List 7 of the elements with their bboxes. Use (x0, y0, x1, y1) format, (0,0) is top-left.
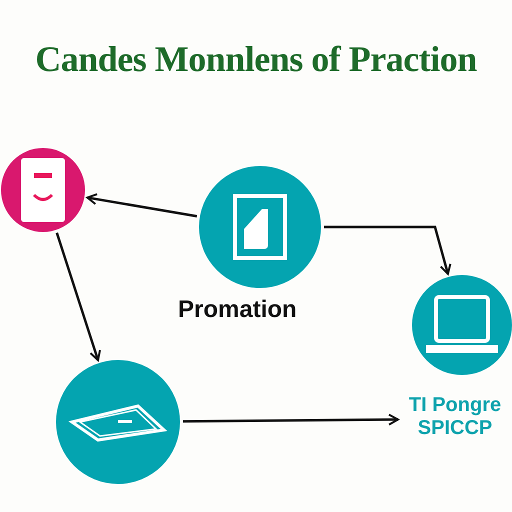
arrow (86, 193, 198, 218)
title: Candes Monnlens of Praction (34, 38, 478, 80)
arrow (324, 226, 452, 275)
caption-label: Promation (178, 296, 297, 324)
arrow (182, 414, 399, 426)
arrow (56, 232, 101, 362)
node-label: TI Pongre SPICCP (402, 394, 508, 440)
